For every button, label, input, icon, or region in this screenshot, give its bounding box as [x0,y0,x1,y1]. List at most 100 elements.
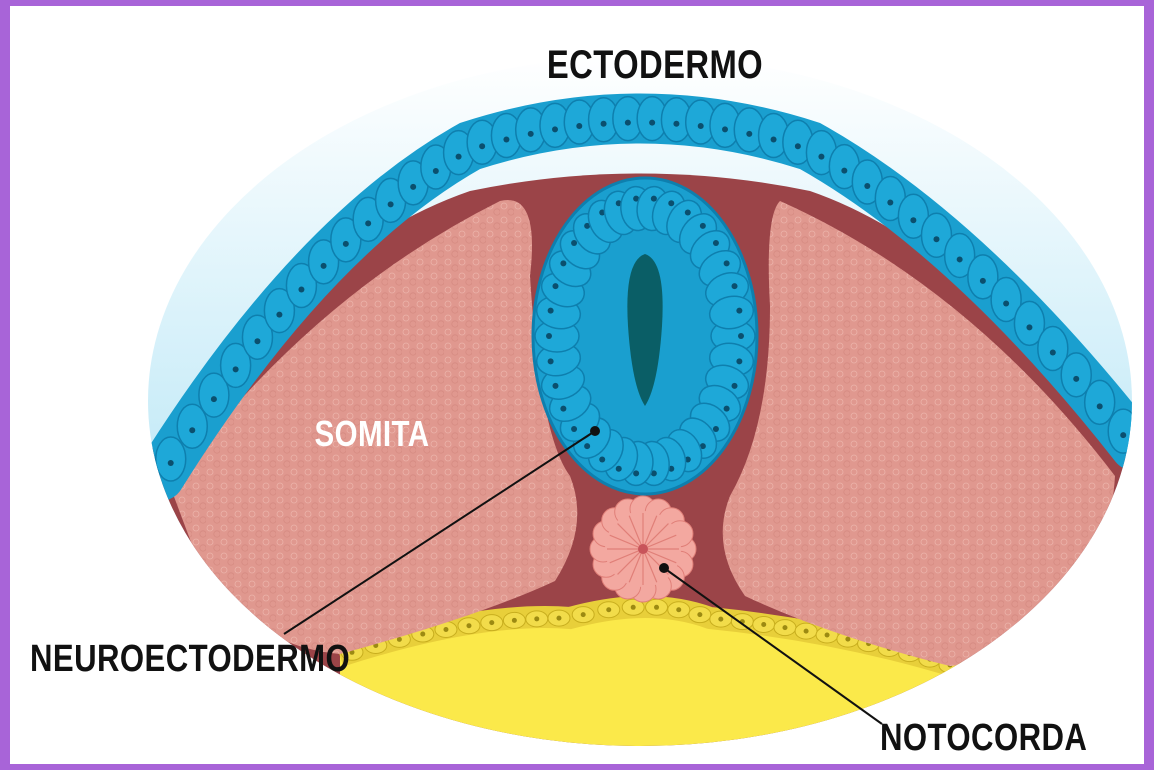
ectoderm-nucleus [456,154,462,160]
neural-nucleus [732,283,738,289]
yolk-nucleus [782,625,787,630]
yolk-nucleus [466,623,471,628]
neural-nucleus [651,196,657,202]
ectoderm-nucleus [1003,301,1009,307]
ectoderm-nucleus [1026,324,1032,330]
neural-nucleus [724,260,730,266]
neural-nucleus [633,470,639,476]
ectoderm-nucleus [625,120,631,126]
notochord [590,496,696,602]
neural-nucleus [700,223,706,229]
neural-nucleus [732,383,738,389]
ectoderm-nucleus [957,256,963,262]
neural-nucleus [548,358,554,364]
ectoderm-nucleus [864,183,870,189]
ectoderm-nucleus [479,143,485,149]
label-somita: SOMITA [314,413,429,453]
ectoderm-nucleus [552,126,558,132]
neural-nucleus [736,358,742,364]
neural-nucleus [560,406,566,412]
neural-nucleus [668,200,674,206]
yolk-nucleus [631,605,636,610]
neural-nucleus [685,209,691,215]
neural-nucleus [546,333,552,339]
neural-nucleus [616,466,622,472]
ectoderm-nucleus [321,263,327,269]
ectoderm-nucleus [388,201,394,207]
ectoderm-nucleus [343,241,349,247]
ectoderm-nucleus [698,123,704,129]
ectoderm-nucleus [933,236,939,242]
yolk-nucleus [556,616,561,621]
neural-nucleus [736,308,742,314]
ectoderm-nucleus [503,136,509,142]
yolk-nucleus [845,637,850,642]
yolk-nucleus [489,620,494,625]
ectoderm-cell [1108,409,1138,453]
ectoderm-nucleus [795,143,801,149]
ectoderm-nucleus [1050,350,1056,356]
yolk-nucleus [676,607,681,612]
yolk-nucleus [825,632,830,637]
neural-nucleus [571,240,577,246]
ectoderm-nucleus [254,338,260,344]
ectoderm-cell [1085,380,1115,424]
yolk-nucleus [606,607,611,612]
ectoderm-nucleus [649,120,655,126]
neural-nucleus [599,457,605,463]
pointer-dot-neuroectodermo [590,426,600,436]
neural-nucleus [552,283,558,289]
yolk-nucleus [420,632,425,637]
ectoderm-nucleus [746,131,752,137]
label-neuroectodermo: NEUROECTODERMO [30,638,350,680]
ectoderm-nucleus [528,131,534,137]
yolk-nucleus [804,629,809,634]
ectoderm-nucleus [910,217,916,223]
ectoderm-nucleus [233,366,239,372]
ectoderm-nucleus [818,154,824,160]
ectoderm-nucleus [433,168,439,174]
notochord-center [638,544,648,554]
ectoderm-nucleus [1073,376,1079,382]
ectoderm-nucleus [601,121,607,127]
yolk-nucleus [654,605,659,610]
yolk-nucleus [512,618,517,623]
neural-nucleus [724,406,730,412]
ectoderm-nucleus [1120,432,1126,438]
neural-tube-diagram: ECTODERMO SOMITA NEUROECTODERMO NOTOCORD… [10,6,1144,764]
yolk-nucleus [443,627,448,632]
label-notocorda: NOTOCORDA [880,717,1087,759]
yolk-nucleus [534,616,539,621]
neural-nucleus [738,333,744,339]
ectoderm-cell [156,437,186,481]
ectoderm-nucleus [841,168,847,174]
ectoderm-nucleus [410,184,416,190]
label-ectodermo: ECTODERMO [547,42,763,87]
ectoderm-nucleus [980,278,986,284]
ectoderm-nucleus [722,126,728,132]
neural-nucleus [713,240,719,246]
neural-nucleus [584,443,590,449]
neural-nucleus [560,260,566,266]
yolk-nucleus [581,612,586,617]
pointer-dot-notocorda [659,563,669,573]
ectoderm-nucleus [189,427,195,433]
ectoderm-nucleus [276,312,282,318]
diagram-frame: ECTODERMO SOMITA NEUROECTODERMO NOTOCORD… [10,6,1144,764]
ectoderm-nucleus [168,460,174,466]
yolk-nucleus [697,612,702,617]
ectoderm-nucleus [887,200,893,206]
neural-nucleus [548,308,554,314]
ectoderm-nucleus [771,136,777,142]
ectoderm-nucleus [211,396,217,402]
neural-nucleus [713,426,719,432]
neural-nucleus [571,426,577,432]
ectoderm-nucleus [576,123,582,129]
yolk-nucleus [718,617,723,622]
yolk-nucleus [761,622,766,627]
ectoderm-nucleus [298,286,304,292]
ectoderm-nucleus [673,121,679,127]
ectoderm-nucleus [365,220,371,226]
neural-nucleus [552,383,558,389]
ectoderm-nucleus [1097,403,1103,409]
